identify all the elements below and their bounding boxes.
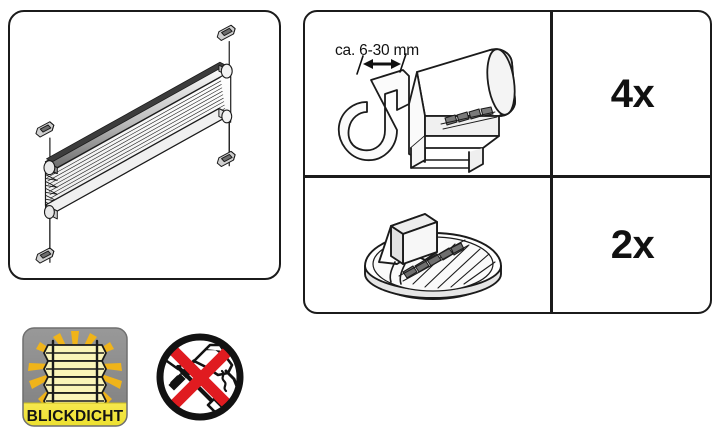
panel-divider-vertical <box>550 12 553 312</box>
blickdicht-icon: BLICKDICHT <box>22 327 128 427</box>
cord-holder-illustration <box>364 213 502 300</box>
product-illustration-panel <box>8 10 281 280</box>
quantity-cell-clamp-bracket: 4x <box>553 12 712 175</box>
red-cross-slash <box>162 339 240 417</box>
blickdicht-label: BLICKDICHT <box>27 408 124 425</box>
badge-no-drilling <box>148 327 252 427</box>
mounting-clip <box>35 24 236 264</box>
part-cell-clamp-bracket: ca. 6-30 mm <box>305 12 550 175</box>
quantity-cell-cord-holder: 2x <box>553 178 712 312</box>
parts-quantity-panel: ca. 6-30 mm 4x <box>303 10 712 314</box>
quantity-label-clamp-bracket: 4x <box>610 71 655 116</box>
pleated-blind-illustration <box>35 24 236 264</box>
no-drilling-icon <box>156 333 244 421</box>
measurement-label: ca. 6-30 mm <box>335 42 419 59</box>
badge-blickdicht: BLICKDICHT <box>22 327 128 427</box>
panel-divider-horizontal <box>305 175 710 178</box>
quantity-label-cord-holder: 2x <box>610 223 655 267</box>
prohibition-ring <box>156 333 244 421</box>
measurement-arrow <box>356 53 407 75</box>
clamp-bracket-illustration <box>337 48 516 173</box>
part-cell-cord-holder <box>305 178 550 312</box>
pleat-stack <box>43 339 107 415</box>
